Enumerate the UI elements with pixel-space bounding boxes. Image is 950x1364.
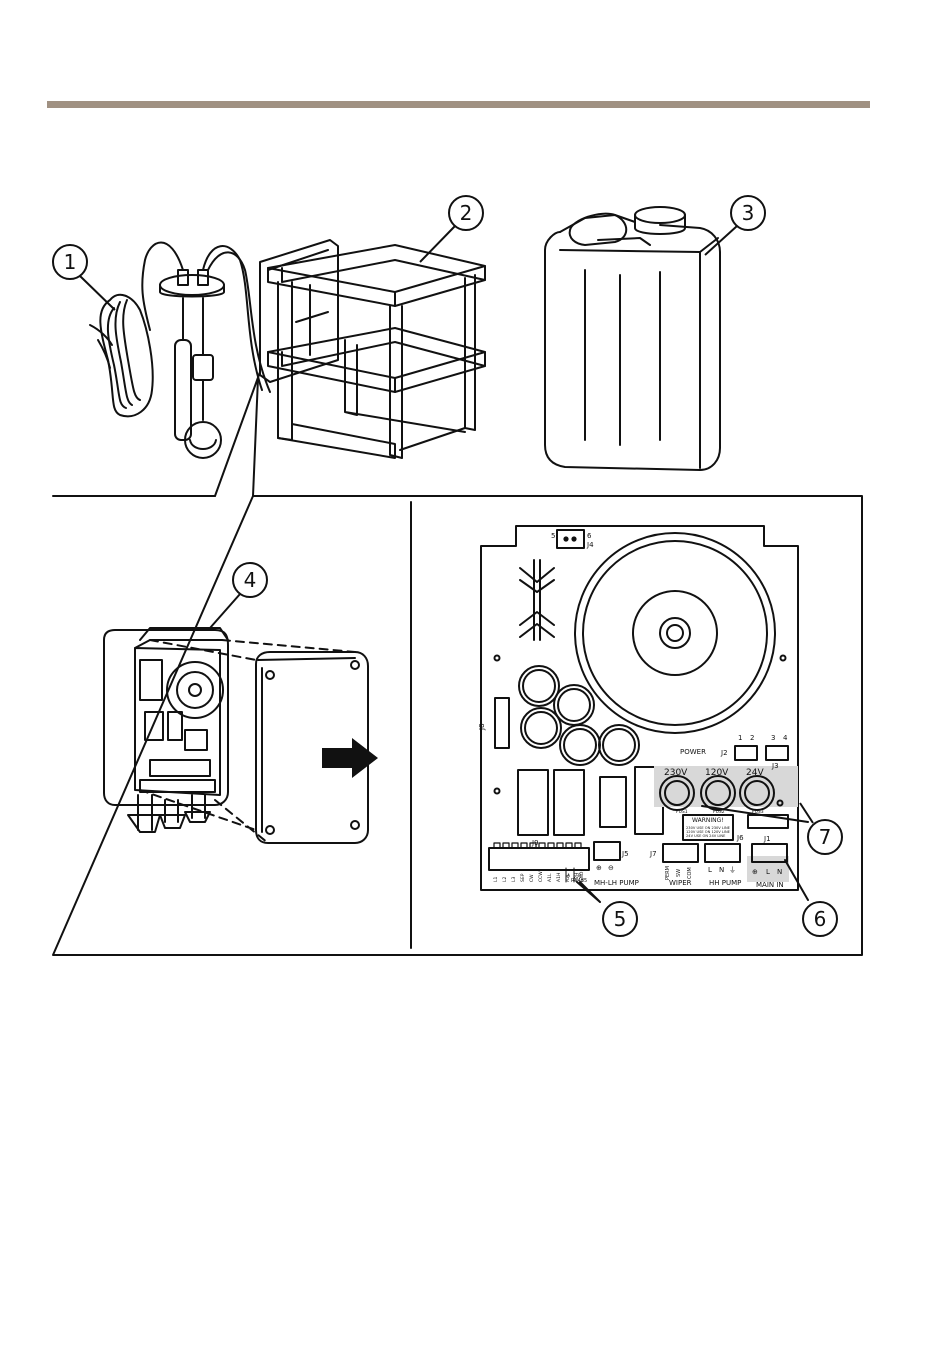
wiper-label: WIPER bbox=[669, 879, 692, 887]
j9-pin-label: SEP bbox=[520, 873, 526, 882]
callout-4: 4 bbox=[244, 568, 257, 592]
j9-pin-label: A1H bbox=[556, 873, 562, 882]
j9-pin-label: CW bbox=[529, 874, 535, 882]
callout-3: 3 bbox=[742, 201, 755, 225]
hh-pin-n: N bbox=[719, 866, 724, 874]
main-pin-l: L bbox=[766, 868, 770, 876]
j3-pin-4: 4 bbox=[783, 734, 788, 742]
j2-pin-1: 1 bbox=[738, 734, 742, 742]
wiper-pin-com: COM bbox=[687, 867, 693, 879]
voltage-24v: 24V bbox=[746, 768, 764, 778]
j5-pin-minus: ⊖ bbox=[608, 864, 614, 872]
fuse-2: FUS2 bbox=[713, 809, 725, 815]
j9-pin-label: B bbox=[578, 873, 581, 879]
main-pin-n: N bbox=[777, 868, 782, 876]
main-in-label: MAIN IN bbox=[756, 881, 784, 889]
fuse-1: FUS1 bbox=[676, 809, 688, 815]
wiper-pin-perm: PERM bbox=[665, 866, 671, 880]
j9-pin-label: CCW bbox=[538, 871, 544, 882]
j9-pin-label: L3 bbox=[511, 876, 517, 882]
hh-pin-ground: ⏚ bbox=[729, 866, 736, 874]
mounting-bracket-illustration bbox=[260, 240, 485, 458]
j8-label: J8 bbox=[478, 723, 486, 731]
canister-illustration bbox=[545, 207, 720, 470]
circuit-board-illustration bbox=[481, 526, 808, 902]
j5-label: J5 bbox=[621, 850, 629, 858]
j9-pin-label: L1 bbox=[493, 876, 499, 882]
warning-line-3: 24V USE ON 24V LINE bbox=[686, 834, 726, 838]
j2-label: J2 bbox=[720, 749, 728, 757]
callout-1: 1 bbox=[64, 250, 77, 274]
power-label: POWER bbox=[680, 748, 706, 756]
j5-pin-plus: ⊕ bbox=[596, 864, 602, 872]
j9-label: J9 bbox=[531, 839, 539, 847]
callout-markers bbox=[53, 196, 842, 936]
j7-label: J7 bbox=[649, 850, 657, 858]
j4-pin-5: 5 bbox=[551, 532, 555, 540]
callout-7: 7 bbox=[819, 825, 832, 849]
j3-pin-3: 3 bbox=[771, 734, 775, 742]
main-pin-ground: ⊕ bbox=[752, 868, 758, 876]
float-sensor-illustration bbox=[90, 243, 270, 459]
callout-2: 2 bbox=[460, 201, 473, 225]
j6-label: J6 bbox=[736, 834, 744, 842]
j4-pin-6: 6 bbox=[587, 532, 592, 540]
mh-pump-label: MH-LH PUMP bbox=[594, 879, 639, 887]
j3-label: J3 bbox=[771, 762, 779, 770]
j9-pin-label: L2 bbox=[502, 876, 508, 882]
hh-pump-label: HH PUMP bbox=[709, 879, 741, 887]
callout-5: 5 bbox=[614, 907, 627, 931]
fuse-3: FUS3 bbox=[752, 809, 764, 815]
controller-enclosure-illustration bbox=[104, 628, 378, 843]
j1-label: J1 bbox=[763, 835, 771, 843]
wiper-pin-sw: SW bbox=[676, 869, 682, 877]
hh-pin-l: L bbox=[708, 866, 712, 874]
voltage-120v: 120V bbox=[705, 768, 729, 778]
detail-panel bbox=[53, 372, 862, 955]
j2-pin-2: 2 bbox=[750, 734, 754, 742]
callout-6: 6 bbox=[814, 907, 827, 931]
j9-pin-label: A1L bbox=[547, 873, 553, 882]
j4-label: J4 bbox=[586, 541, 594, 549]
warning-title: WARNING! bbox=[692, 817, 724, 824]
voltage-230v: 230V bbox=[664, 768, 688, 778]
